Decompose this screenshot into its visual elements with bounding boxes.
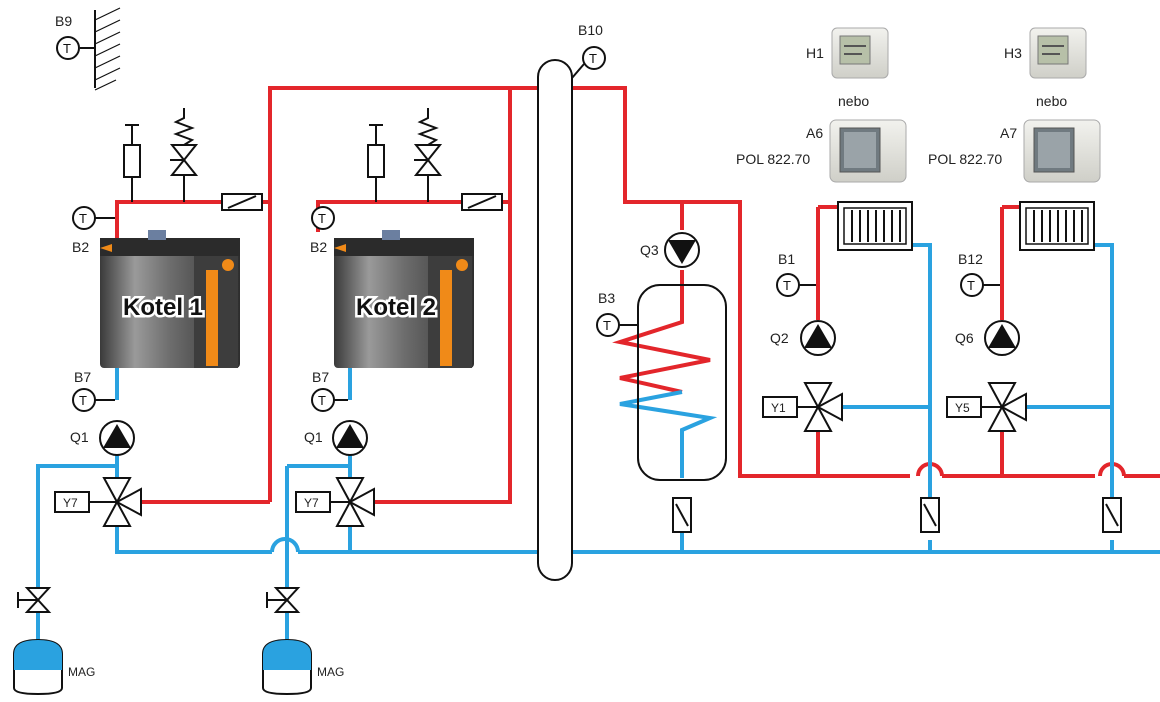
sensor-b3-symbol: T xyxy=(603,318,611,333)
sensor-b2-boiler1: T xyxy=(72,206,115,230)
supply-pipes xyxy=(115,86,1160,504)
label-q1-boiler1: Q1 xyxy=(70,429,89,445)
label-q2: Q2 xyxy=(770,330,789,346)
pump-q6 xyxy=(984,320,1020,356)
valve-y1 xyxy=(762,382,843,432)
safety-group-2 xyxy=(367,108,503,211)
label-b9: B9 xyxy=(55,13,72,29)
label-b12: B12 xyxy=(958,251,983,267)
boiler-1 xyxy=(100,230,240,368)
radiator-circuit1 xyxy=(837,201,913,251)
hydraulic-separator xyxy=(537,59,573,581)
label-b7-boiler2: B7 xyxy=(312,369,329,385)
pump-q3 xyxy=(664,232,700,268)
label-b2-boiler1: B2 xyxy=(72,239,89,255)
label-y5: Y5 xyxy=(955,401,970,415)
label-or-2: nebo xyxy=(1036,93,1067,109)
sensor-b3: T xyxy=(596,313,638,337)
sensor-b9-symbol: T xyxy=(63,41,71,56)
shutoff-valve-1 xyxy=(17,587,52,613)
label-a6: A6 xyxy=(806,125,823,141)
boiler-1-label: Kotel 1 xyxy=(123,294,203,321)
check-valve-dhw xyxy=(672,497,692,533)
expansion-tank-1 xyxy=(13,638,63,696)
pump-q1-boiler1 xyxy=(99,420,135,456)
pump-q2 xyxy=(800,320,836,356)
sensor-b1: T xyxy=(776,273,816,297)
expansion-tank-2 xyxy=(262,638,312,696)
sensor-b10-symbol: T xyxy=(589,51,597,66)
sensor-b7-boiler2: T xyxy=(311,388,348,412)
sensor-b12: T xyxy=(960,273,1000,297)
label-q1-boiler2: Q1 xyxy=(304,429,323,445)
sensor-b7a-symbol: T xyxy=(79,393,87,408)
label-b3: B3 xyxy=(598,290,615,306)
valve-y5 xyxy=(946,382,1027,432)
sensor-b7-boiler1: T xyxy=(72,388,115,412)
label-mag-1: MAG xyxy=(68,665,95,679)
room-unit-a7 xyxy=(1023,119,1101,183)
label-b10: B10 xyxy=(578,22,603,38)
label-pol-2: POL 822.70 xyxy=(928,151,1002,167)
radiator-circuit2 xyxy=(1019,201,1095,251)
sensor-b10: T xyxy=(571,46,606,79)
boiler-2 xyxy=(334,230,474,368)
label-y1: Y1 xyxy=(771,401,786,415)
label-b7-boiler1: B7 xyxy=(74,369,91,385)
valve-y7-boiler1 xyxy=(54,477,142,527)
sensor-b1-symbol: T xyxy=(783,278,791,293)
label-b1: B1 xyxy=(778,251,795,267)
safety-group-1 xyxy=(123,108,263,211)
valve-y7-boiler2 xyxy=(295,477,375,527)
room-unit-h3 xyxy=(1029,27,1087,79)
label-h3: H3 xyxy=(1004,45,1022,61)
label-b2-boiler2: B2 xyxy=(310,239,327,255)
outdoor-wall xyxy=(80,7,121,91)
label-y7-boiler2: Y7 xyxy=(304,496,319,510)
label-pol-1: POL 822.70 xyxy=(736,151,810,167)
shutoff-valve-2 xyxy=(266,587,301,613)
label-h1: H1 xyxy=(806,45,824,61)
sensor-b2-boiler2: T xyxy=(311,206,335,230)
check-valve-circuit1 xyxy=(920,497,940,533)
boiler-2-label: Kotel 2 xyxy=(356,294,436,321)
sensor-b2a-symbol: T xyxy=(79,211,87,226)
label-q6: Q6 xyxy=(955,330,974,346)
label-or-1: nebo xyxy=(838,93,869,109)
sensor-b2b-symbol: T xyxy=(318,211,326,226)
check-valve-circuit2 xyxy=(1102,497,1122,533)
dhw-tank xyxy=(637,284,727,481)
labels: B9 B10 B2 B2 B7 B7 B3 B1 B12 Q1 Q1 Q3 Q2… xyxy=(55,13,1067,679)
sensor-b7b-symbol: T xyxy=(318,393,326,408)
sensor-b12-symbol: T xyxy=(967,278,975,293)
room-unit-h1 xyxy=(831,27,889,79)
room-unit-a6 xyxy=(829,119,907,183)
label-a7: A7 xyxy=(1000,125,1017,141)
return-pipes xyxy=(36,243,1160,640)
pump-q1-boiler2 xyxy=(332,420,368,456)
label-q3: Q3 xyxy=(640,242,659,258)
label-mag-2: MAG xyxy=(317,665,344,679)
label-y7-boiler1: Y7 xyxy=(63,496,78,510)
sensor-b9: T xyxy=(56,36,80,60)
